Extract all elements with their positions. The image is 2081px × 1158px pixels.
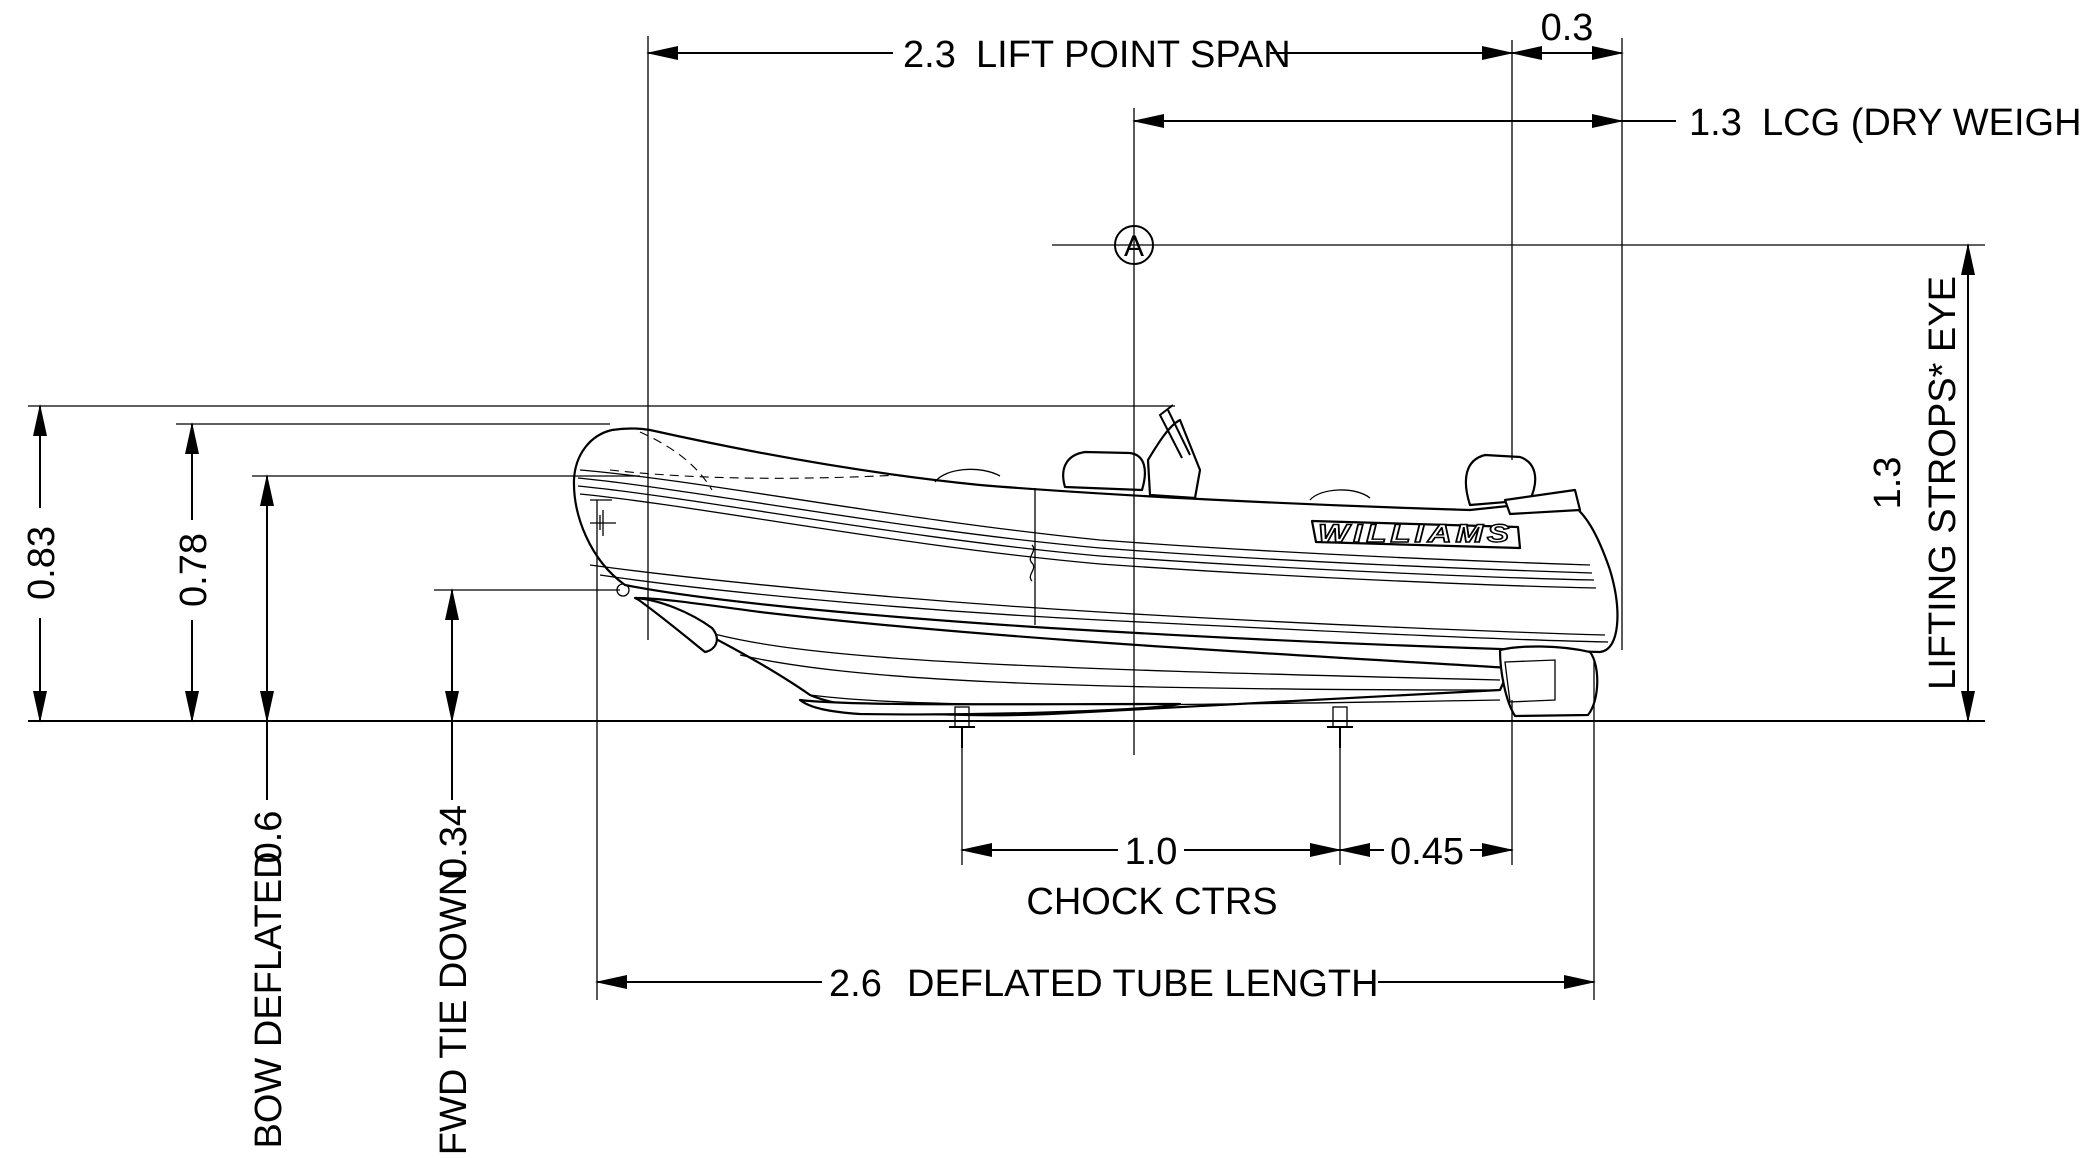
dim-lift-point-span: 2.3 LIFT POINT SPAN <box>646 34 1514 76</box>
deflated-tube-length-label: DEFLATED TUBE LENGTH <box>907 963 1379 1005</box>
steering-console <box>1146 418 1202 500</box>
bow-deflated-value: 0.6 <box>248 811 290 864</box>
tube-height-value: 0.78 <box>173 533 215 607</box>
overall-height-value: 0.83 <box>21 526 63 600</box>
chock-fwd <box>949 706 975 748</box>
datum-marker: A <box>1114 225 1154 265</box>
dim-deflated-tube-length: 2.6 DEFLATED TUBE LENGTH <box>595 963 1596 1005</box>
hull-bow-fin <box>634 596 718 654</box>
dim-overall-height: 0.83 <box>21 404 63 723</box>
lifting-strops-eye-label: LIFTING STROPS* EYE <box>1922 276 1964 690</box>
deflated-tube-length-value: 2.6 <box>829 963 882 1005</box>
chock-aft <box>1327 706 1353 748</box>
dim-chock-aft-offset: 0.45 <box>1338 831 1514 873</box>
datum-marker-label: A <box>1124 230 1144 263</box>
brand-logo: WILLIAMS <box>1318 520 1513 548</box>
lcg-label: LCG (DRY WEIGHT) <box>1762 102 2081 144</box>
fwd-tie-down-value: 0.34 <box>433 805 475 879</box>
dim-aft-offset: 0.3 <box>1510 7 1624 60</box>
bow-deflated-label: BOW DEFLATED <box>248 852 290 1149</box>
chock-centres-value: 1.0 <box>1125 831 1178 873</box>
lcg-value: 1.3 <box>1689 102 1742 144</box>
dim-fwd-tie-down: 0.34 FWD TIE DOWN <box>433 588 475 1155</box>
hull-keel <box>633 596 1512 717</box>
dim-tube-height: 0.78 <box>173 422 215 723</box>
console-seat <box>1062 450 1146 492</box>
dim-bow-deflated: 0.6 BOW DEFLATED <box>248 474 290 1149</box>
brand-plate <box>1310 519 1522 550</box>
lifting-strops-eye-value: 1.3 <box>1867 457 1909 510</box>
dim-chock-centres: 1.0 CHOCK CTRS <box>960 831 1342 923</box>
boat-side-view: WILLIAMS <box>572 404 1619 718</box>
lift-point-span-label: LIFT POINT SPAN <box>976 34 1291 76</box>
lift-point-span-value: 2.3 <box>903 34 956 76</box>
aft-offset-value: 0.3 <box>1541 7 1594 49</box>
aft-seat <box>1464 453 1537 507</box>
dim-lcg: 1.3 LCG (DRY WEIGHT) <box>1132 102 2081 144</box>
chock-centres-label: CHOCK CTRS <box>1026 881 1277 923</box>
jet-drive <box>1498 645 1599 718</box>
dim-lifting-strops-eye: 1.3 LIFTING STROPS* EYE <box>1867 243 1975 723</box>
chock-aft-offset-value: 0.45 <box>1390 831 1464 873</box>
fwd-tie-down-label: FWD TIE DOWN <box>433 869 475 1155</box>
keel-strake <box>798 698 1182 716</box>
